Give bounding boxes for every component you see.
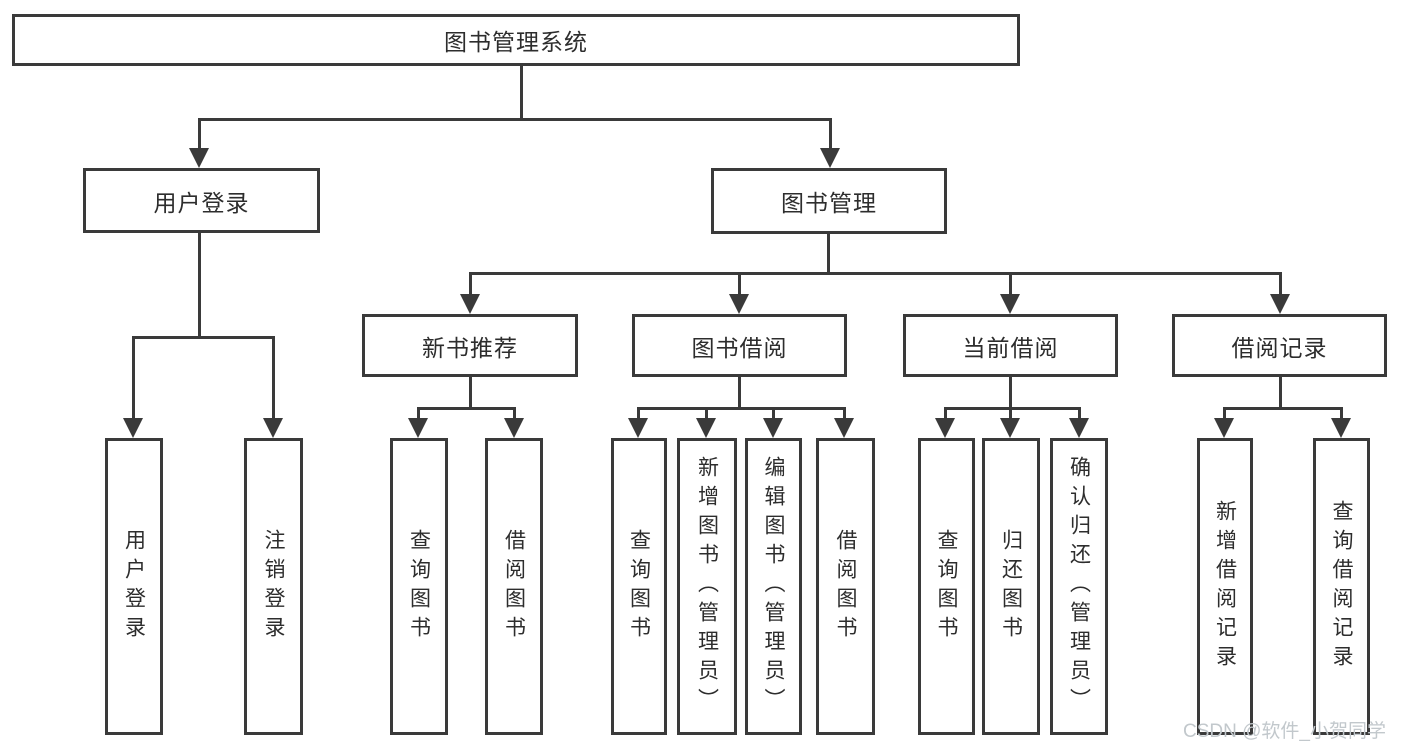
connector-line xyxy=(513,407,516,422)
node-label: 确认归还（管理员） xyxy=(1067,456,1091,717)
connector-line xyxy=(829,118,832,154)
arrowhead-icon xyxy=(763,418,783,438)
node-add-books-admin: 新增图书（管理员） xyxy=(677,438,737,735)
arrowhead-icon xyxy=(460,294,480,314)
connector-line xyxy=(772,407,775,422)
connector-line xyxy=(1009,272,1012,300)
arrowhead-icon xyxy=(834,418,854,438)
node-library-management-system: 图书管理系统 xyxy=(12,14,1020,66)
connector-line xyxy=(1279,272,1282,300)
connector-line xyxy=(637,407,846,410)
connector-line xyxy=(469,272,1282,275)
connector-line xyxy=(198,233,201,336)
connector-line xyxy=(738,272,741,300)
connector-line xyxy=(1279,377,1282,407)
connector-line xyxy=(705,407,708,422)
node-return-books: 归还图书 xyxy=(982,438,1040,735)
connector-line xyxy=(637,407,640,422)
node-new-book-recommendation: 新书推荐 xyxy=(362,314,578,377)
connector-line xyxy=(827,234,830,272)
node-query-books-recommend: 查询图书 xyxy=(390,438,448,735)
arrowhead-icon xyxy=(504,418,524,438)
arrowhead-icon xyxy=(123,418,143,438)
connector-line xyxy=(1078,407,1081,422)
connector-line xyxy=(843,407,846,422)
node-current-borrowing: 当前借阅 xyxy=(903,314,1118,377)
node-label: 图书管理 xyxy=(781,190,877,216)
node-add-borrow-record: 新增借阅记录 xyxy=(1197,438,1253,735)
node-borrow-books-recommend: 借阅图书 xyxy=(485,438,543,735)
arrowhead-icon xyxy=(189,148,209,168)
connector-line xyxy=(944,407,947,422)
node-label: 借阅图书 xyxy=(834,528,857,645)
arrowhead-icon xyxy=(1270,294,1290,314)
node-borrow-books: 借阅图书 xyxy=(816,438,875,735)
node-label: 查询图书 xyxy=(407,528,431,645)
arrowhead-icon xyxy=(263,418,283,438)
connector-line xyxy=(738,377,741,407)
arrowhead-icon xyxy=(628,418,648,438)
node-label: 归还图书 xyxy=(999,528,1023,645)
arrowhead-icon xyxy=(408,418,428,438)
connector-line xyxy=(132,336,135,422)
arrowhead-icon xyxy=(1214,418,1234,438)
node-label: 注销登录 xyxy=(262,528,285,645)
node-label: 当前借阅 xyxy=(962,334,1059,361)
node-label: 查询借阅记录 xyxy=(1330,499,1353,674)
node-query-borrow-record: 查询借阅记录 xyxy=(1313,438,1370,735)
connector-line xyxy=(198,118,832,121)
csdn-watermark: CSDN @软件_小贺同学 xyxy=(1183,721,1386,742)
node-book-borrowing: 图书借阅 xyxy=(632,314,847,377)
connector-line xyxy=(1223,407,1342,410)
node-label: 查询图书 xyxy=(627,528,651,645)
node-query-books-borrowing: 查询图书 xyxy=(611,438,667,735)
node-label: 新增借阅记录 xyxy=(1213,499,1237,674)
arrowhead-icon xyxy=(729,294,749,314)
connector-line xyxy=(469,377,472,407)
node-confirm-return-admin: 确认归还（管理员） xyxy=(1050,438,1108,735)
node-label: 借阅图书 xyxy=(502,528,526,645)
node-label: 用户登录 xyxy=(153,189,250,216)
connector-line xyxy=(272,336,275,422)
arrowhead-icon xyxy=(1069,418,1089,438)
node-label: 新增图书（管理员） xyxy=(695,456,719,717)
node-label: 查询图书 xyxy=(935,528,958,645)
node-label: 新书推荐 xyxy=(422,334,518,361)
arrowhead-icon xyxy=(820,148,840,168)
connector-line xyxy=(1009,377,1012,407)
node-edit-books-admin: 编辑图书（管理员） xyxy=(745,438,802,735)
connector-line xyxy=(132,336,275,339)
node-logout: 注销登录 xyxy=(244,438,303,735)
node-borrowing-records: 借阅记录 xyxy=(1172,314,1387,377)
connector-line xyxy=(469,272,472,300)
node-user-login: 用户登录 xyxy=(83,168,320,233)
node-label: 借阅记录 xyxy=(1231,334,1328,361)
connector-line xyxy=(198,118,201,154)
arrowhead-icon xyxy=(1000,294,1020,314)
arrowhead-icon xyxy=(935,418,955,438)
connector-line xyxy=(417,407,516,410)
arrowhead-icon xyxy=(696,418,716,438)
connector-line xyxy=(1340,407,1343,422)
node-label: 用户登录 xyxy=(122,528,146,645)
arrowhead-icon xyxy=(1000,418,1020,438)
node-user-login-leaf: 用户登录 xyxy=(105,438,163,735)
connector-line xyxy=(417,407,420,422)
node-label: 图书借阅 xyxy=(691,334,788,361)
node-label: 编辑图书（管理员） xyxy=(762,456,785,717)
node-book-management: 图书管理 xyxy=(711,168,947,234)
arrowhead-icon xyxy=(1331,418,1351,438)
node-label: 图书管理系统 xyxy=(444,29,588,55)
connector-line xyxy=(1223,407,1226,422)
node-query-books-current: 查询图书 xyxy=(918,438,975,735)
connector-line xyxy=(944,407,1081,410)
connector-line xyxy=(1009,407,1012,422)
connector-line xyxy=(520,66,523,118)
